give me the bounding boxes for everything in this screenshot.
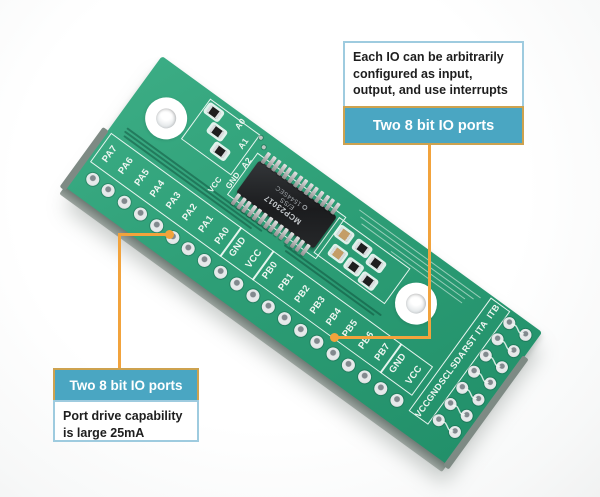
wavy-trace [499,340,513,351]
through-hole-pad [355,367,375,386]
through-hole-pad [307,332,326,351]
through-hole-pad [83,169,102,188]
through-hole-pad [131,204,150,223]
through-hole-pad [227,274,246,293]
pcb-board: A0 A1 A2 GND VCC MCP23017 E/SS 1544SEC P… [59,56,543,472]
callout-note-drive-capability: Port drive capability is large 25mA [53,400,199,442]
through-hole-pad [179,239,198,258]
callout-tag-io-ports-bottom: Two 8 bit IO ports [53,368,199,402]
through-hole-pad [211,262,230,281]
through-hole-pad [371,379,391,398]
callout-line [118,233,170,236]
callout-tag-text: Two 8 bit IO ports [372,117,495,134]
callout-tag-text: Two 8 bit IO ports [69,377,183,393]
callout-line [428,145,431,338]
through-hole-pad [291,320,310,340]
through-hole-pad [147,216,166,235]
through-hole-pad [339,355,359,374]
wavy-trace [452,405,466,416]
through-hole-pad [259,297,278,316]
callout-note-text: Each IO can be arbitrarily configured as… [353,50,508,97]
wavy-trace [464,388,478,400]
wavy-trace [488,356,501,367]
microchip-logo-icon [300,204,308,212]
callout-note-text: Port drive capability is large 25mA [63,409,183,440]
through-hole-pad [275,309,294,328]
wavy-trace [441,421,454,432]
wavy-trace [476,372,489,384]
callout-tag-io-ports-top: Two 8 bit IO ports [343,106,524,145]
through-hole-pad [323,344,343,363]
wavy-trace [511,324,525,335]
callout-line [333,336,431,339]
through-hole-pad [243,285,262,305]
header-wavy-traces [441,324,525,432]
through-hole-pad [387,390,407,409]
through-hole-pad [115,192,134,212]
callout-note-io-config: Each IO can be arbitrarily configured as… [343,41,524,108]
callout-line [118,233,121,368]
through-hole-pad [195,251,214,270]
callout-dot [330,333,339,342]
through-hole-pad [99,181,118,200]
via [261,144,267,151]
